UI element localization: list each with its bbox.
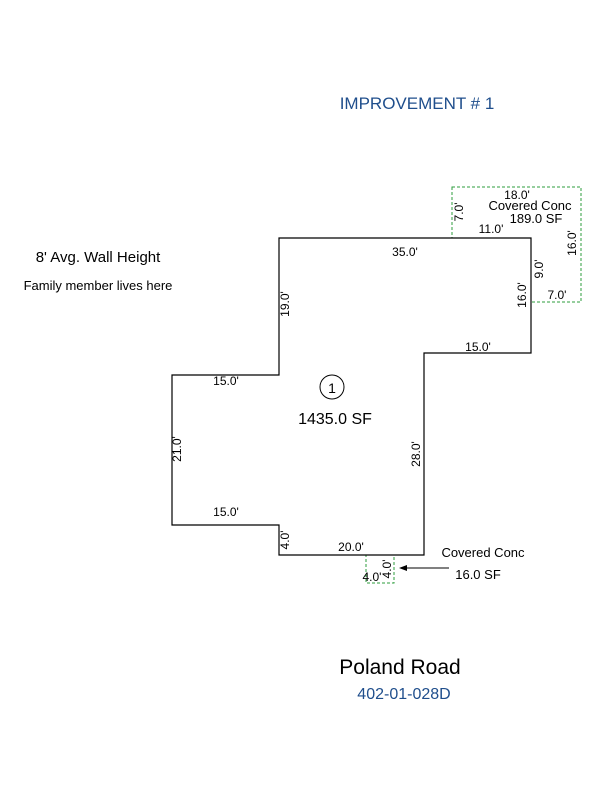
- porch-small-label: Covered Conc: [441, 545, 525, 560]
- porch-large-dim-bottom: 7.0': [548, 288, 567, 302]
- dim-upper-left-vertical: 19.0': [278, 291, 292, 317]
- porch-large-label: Covered Conc: [488, 198, 572, 213]
- main-area-label: 1435.0 SF: [298, 411, 372, 428]
- porch-large-dim-right: 16.0': [565, 230, 579, 256]
- dim-left-upper-horizontal: 15.0': [213, 374, 239, 388]
- porch-small-dim-side: 4.0': [380, 560, 394, 579]
- improvement-title: IMPROVEMENT # 1: [340, 94, 495, 113]
- dim-left-vertical: 21.0': [170, 436, 184, 462]
- dim-lower-left-vertical: 4.0': [278, 531, 292, 550]
- porch-large-dim-left: 7.0': [452, 203, 466, 222]
- covered-porch-small-outline: [365, 554, 395, 584]
- wall-height-note: 8' Avg. Wall Height: [36, 249, 161, 266]
- porch-small-arrow-icon: [399, 565, 407, 571]
- main-building-outline: [171, 237, 532, 556]
- road-name: Poland Road: [339, 656, 460, 679]
- dim-bottom: 20.0': [338, 540, 364, 554]
- dim-left-lower-horizontal: 15.0': [213, 505, 239, 519]
- parcel-number: 402-01-028D: [357, 686, 450, 703]
- porch-large-dim-inner-vertical: 9.0': [532, 260, 546, 279]
- dim-right-lower-vertical: 28.0': [409, 441, 423, 467]
- area-marker-circle: [319, 374, 345, 400]
- dim-right-horizontal: 15.0': [465, 340, 491, 354]
- porch-large-dim-top: 18.0': [504, 188, 530, 202]
- dim-top: 35.0': [392, 245, 418, 259]
- occupancy-note: Family member lives here: [24, 278, 173, 293]
- dim-right-upper-vertical: 16.0': [515, 282, 529, 308]
- porch-small-dim-bottom: 4.0': [363, 570, 382, 584]
- porch-large-area: 189.0 SF: [510, 211, 563, 226]
- area-marker-number: 1: [328, 380, 336, 396]
- porch-small-area: 16.0 SF: [455, 567, 501, 582]
- porch-large-dim-inner-horizontal: 11.0': [479, 222, 504, 236]
